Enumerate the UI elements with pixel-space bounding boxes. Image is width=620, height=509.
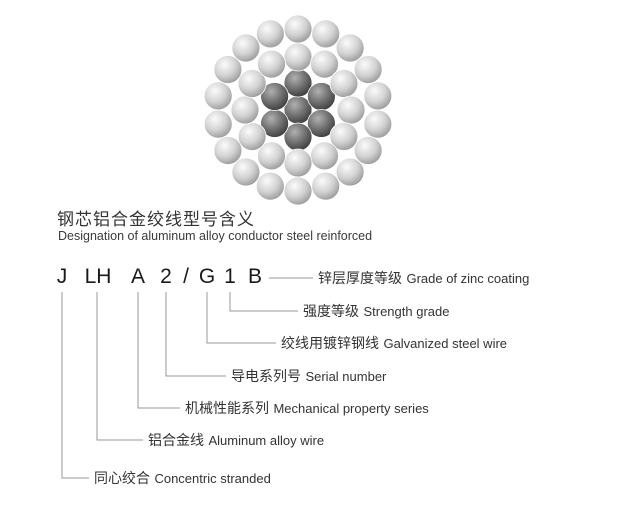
aluminum-strand xyxy=(231,157,261,187)
designation-label-row: 同心绞合 Concentric stranded xyxy=(94,469,271,488)
aluminum-strand xyxy=(283,148,313,178)
aluminum-strand xyxy=(257,49,286,79)
aluminum-strand xyxy=(335,33,365,63)
aluminum-strand xyxy=(329,122,359,151)
aluminum-strand xyxy=(310,49,339,79)
connector-line xyxy=(229,292,298,312)
designation-label-row: 绞线用镀锌钢线 Galvanized steel wire xyxy=(281,334,507,353)
designation-letter: LH xyxy=(84,265,112,288)
aluminum-strand xyxy=(257,141,286,171)
designation-letter: 1 xyxy=(224,265,236,288)
designation-letter: B xyxy=(247,265,263,288)
steel-strand xyxy=(260,109,290,138)
designation-letter: / xyxy=(183,265,189,288)
aluminum-strand xyxy=(213,136,243,165)
aluminum-strand xyxy=(283,14,313,44)
designation-letter: J xyxy=(56,265,68,288)
aluminum-strand xyxy=(203,81,233,111)
aluminum-strand xyxy=(353,55,383,84)
title-zh: 钢芯铝合金绞线型号含义 xyxy=(57,210,255,229)
steel-strand xyxy=(283,122,313,152)
steel-strand xyxy=(306,82,336,111)
designation-label-row: 铝合金线 Aluminum alloy wire xyxy=(148,431,324,450)
label-en: Serial number xyxy=(305,369,387,384)
aluminum-strand xyxy=(335,157,365,187)
aluminum-strand xyxy=(283,42,313,72)
aluminum-strand xyxy=(213,55,243,84)
aluminum-strand xyxy=(329,69,359,98)
aluminum-strand xyxy=(363,109,393,139)
label-zh: 导电系列号 xyxy=(231,368,301,384)
designation-letter: 2 xyxy=(160,265,172,288)
aluminum-strand xyxy=(363,81,393,111)
label-zh: 机械性能系列 xyxy=(185,400,269,416)
aluminum-strand xyxy=(310,141,339,171)
label-en: Galvanized steel wire xyxy=(383,336,508,351)
connector-line xyxy=(61,292,89,479)
label-en: Strength grade xyxy=(363,304,450,319)
designation-label-row: 锌层厚度等级 Grade of zinc coating xyxy=(318,269,529,288)
aluminum-strand xyxy=(237,122,267,151)
designation-label-row: 强度等级 Strength grade xyxy=(303,302,449,321)
label-zh: 绞线用镀锌钢线 xyxy=(281,335,379,351)
aluminum-strand xyxy=(255,171,285,201)
aluminum-strand xyxy=(336,95,366,125)
label-en: Aluminum alloy wire xyxy=(208,433,325,448)
designation-letter: A xyxy=(130,265,146,288)
label-zh: 锌层厚度等级 xyxy=(318,270,402,286)
designation-label-row: 导电系列号 Serial number xyxy=(231,367,386,386)
connector-line xyxy=(165,292,226,377)
connector-line xyxy=(206,292,276,344)
aluminum-strand xyxy=(237,69,267,98)
aluminum-strand xyxy=(353,136,383,165)
aluminum-strand xyxy=(311,19,341,49)
label-zh: 强度等级 xyxy=(303,303,359,319)
steel-strand xyxy=(306,109,336,138)
designation-label-row: 机械性能系列 Mechanical property series xyxy=(185,399,429,418)
aluminum-strand xyxy=(203,109,233,139)
label-zh: 铝合金线 xyxy=(148,432,204,448)
designation-letter: G xyxy=(198,265,216,288)
steel-strand xyxy=(283,95,313,125)
connector-line xyxy=(137,292,180,409)
label-en: Grade of zinc coating xyxy=(406,271,530,286)
title-en: Designation of aluminum alloy conductor … xyxy=(58,229,373,243)
strand-bundle xyxy=(203,14,393,206)
aluminum-strand xyxy=(230,95,260,125)
connector-line xyxy=(96,292,143,441)
aluminum-strand xyxy=(311,171,341,201)
aluminum-strand xyxy=(283,176,313,206)
steel-strand xyxy=(283,68,313,98)
aluminum-strand xyxy=(231,33,261,63)
label-en: Mechanical property series xyxy=(273,401,429,416)
steel-strand xyxy=(260,82,290,111)
label-en: Concentric stranded xyxy=(154,471,271,486)
aluminum-strand xyxy=(255,19,285,49)
label-zh: 同心绞合 xyxy=(94,470,150,486)
